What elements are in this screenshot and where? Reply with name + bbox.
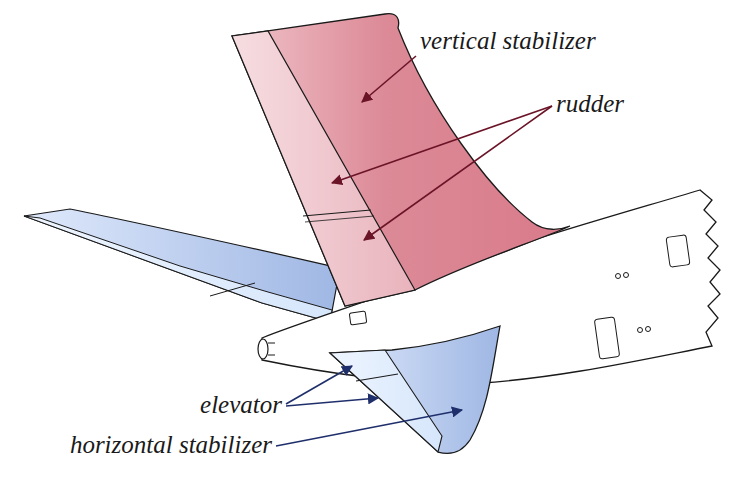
far-stabilizer [24,209,340,322]
leader-line [286,366,352,404]
vertical-stabilizer [232,14,570,306]
rudder [232,31,415,306]
part-label: vertical stabilizer [420,27,596,55]
leader-line [286,398,378,406]
near-stabilizer [330,326,500,454]
leader-line [332,106,552,183]
leader-line [362,56,416,102]
leader-line [364,106,552,240]
part-label: horizontal stabilizer [70,431,272,459]
far-elevator [24,216,332,322]
leader-line [276,410,462,446]
part-label: elevator [200,391,282,419]
part-label: rudder [556,90,624,118]
